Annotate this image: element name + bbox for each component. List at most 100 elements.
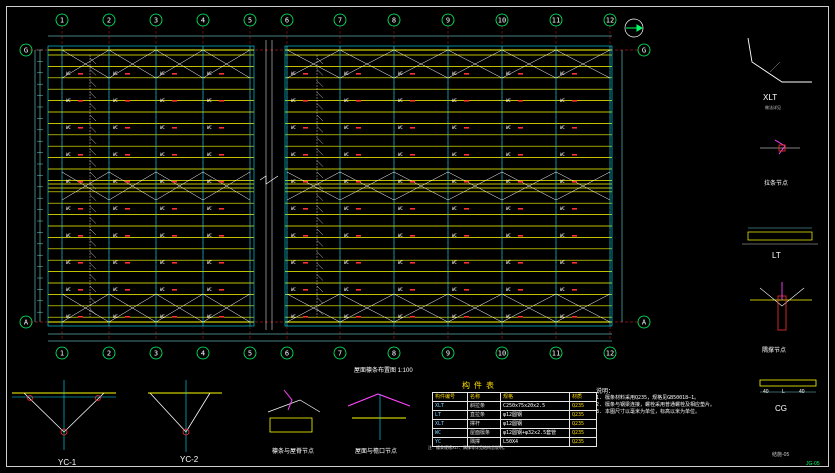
cross-brace — [202, 171, 251, 201]
purlin-mark — [356, 100, 361, 102]
pull-rod-tick — [316, 126, 324, 133]
purlin-label: WC — [113, 98, 118, 103]
purlin-label: WC — [344, 71, 349, 76]
cross-brace — [108, 49, 157, 79]
purlin-mark — [464, 208, 469, 210]
purlin-mark — [464, 100, 469, 102]
table-cell: C250x75x20x2.5 — [500, 401, 570, 411]
purlin-mark — [219, 181, 224, 183]
axis-bubble-bottom-text: 6 — [285, 349, 289, 357]
pull-rod-tick — [316, 57, 324, 65]
pull-rod-tick — [316, 297, 324, 304]
purlin-label: WC — [506, 287, 511, 292]
xlt-dim — [769, 61, 781, 73]
axis-bubble-bottom-circle — [196, 346, 210, 360]
cross-brace — [501, 49, 557, 79]
yc2-bolt — [182, 428, 190, 436]
axis-bubble-bottom-circle — [149, 346, 163, 360]
purlin-mark — [78, 289, 83, 291]
row-axis-bubble-text: G — [642, 46, 646, 54]
purlin-label: WC — [560, 260, 565, 265]
purlin-label: WC — [560, 71, 565, 76]
pull-rod-tick — [316, 308, 324, 315]
table-cell: WC — [432, 428, 468, 438]
table-cell: φ12圆钢+φ32x2.5套管 — [500, 428, 570, 438]
purlin-label: WC — [506, 98, 511, 103]
purlin-mark — [356, 235, 361, 237]
axis-bubble-bottom-text: 5 — [248, 349, 252, 357]
table-cell: 撑杆 — [467, 419, 501, 429]
purlin-label: WC — [560, 233, 565, 238]
purlin-label: WC — [113, 152, 118, 157]
purlin-mark — [464, 262, 469, 264]
purlin-label: WC — [207, 206, 212, 211]
cg-dim-mid: L — [782, 389, 785, 395]
pull-rod-tick — [316, 251, 324, 258]
axis-bubble-bottom-circle — [280, 346, 294, 360]
table-cell: LT — [432, 410, 468, 420]
axis-bubble-bottom-circle — [55, 346, 69, 360]
table-row: XLT 撑杆 φ12圆钢 Q235 — [432, 419, 597, 429]
purlin-mark — [125, 181, 130, 183]
pull-rod-tick — [89, 274, 97, 281]
purlin-label: WC — [66, 287, 71, 292]
purlin-label: WC — [291, 152, 296, 157]
purlin-mark — [219, 208, 224, 210]
purlin-mark — [572, 208, 577, 210]
pull-rod-tick — [316, 69, 324, 76]
axis-bubble-top-circle — [196, 13, 210, 27]
purlin-label: WC — [452, 152, 457, 157]
purlin-label: WC — [344, 152, 349, 157]
purlin-mark — [303, 73, 308, 75]
detail-xlt-sub: 做法详见 — [765, 105, 781, 110]
yc1-bolt — [27, 395, 33, 401]
purlin-mark — [518, 316, 523, 318]
table-footnote: 注：檩条规格XLT、隅撑等详见结构总说明。 — [428, 445, 508, 450]
purlin-mark — [172, 262, 177, 264]
purlin-mark — [219, 100, 224, 102]
purlin-label: WC — [113, 314, 118, 319]
purlin-mark — [219, 73, 224, 75]
pull-rod-tick — [316, 285, 324, 293]
pull-rod-tick — [89, 149, 97, 156]
purlin-mark — [78, 73, 83, 75]
axis-bubble-top-text: 10 — [498, 16, 506, 24]
north-arrow-icon — [626, 24, 643, 32]
purlin-label: WC — [452, 98, 457, 103]
purlin-label: WC — [291, 287, 296, 292]
purlin-label: WC — [560, 152, 565, 157]
purlin-label: WC — [344, 179, 349, 184]
purlin-label: WC — [560, 206, 565, 211]
purlin-label: WC — [506, 152, 511, 157]
purlin-label: WC — [160, 98, 165, 103]
detail-ridge-node-title: 檩条与屋脊节点 — [272, 449, 315, 455]
table-cell: φ12圆钢 — [500, 410, 570, 420]
purlin-mark — [410, 289, 415, 291]
purlin-mark — [518, 100, 523, 102]
cross-brace — [339, 293, 395, 323]
purlin-label: WC — [113, 260, 118, 265]
purlin-label: WC — [66, 314, 71, 319]
purlin-label: WC — [506, 260, 511, 265]
purlin-mark — [410, 208, 415, 210]
purlin-label: WC — [398, 314, 403, 319]
axis-bubble-top-text: 7 — [338, 16, 342, 24]
purlin-label: WC — [291, 233, 296, 238]
purlin-mark — [410, 154, 415, 156]
pull-rod-tick — [316, 92, 324, 99]
pull-rod-tick — [89, 137, 97, 144]
table-cell: 直拉条 — [467, 410, 501, 420]
node-b-brace — [759, 287, 805, 307]
purlin-mark — [172, 73, 177, 75]
frame-outline-right — [284, 45, 613, 327]
purlin-mark — [78, 154, 83, 156]
purlin-label: WC — [560, 314, 565, 319]
cross-brace — [286, 49, 341, 79]
purlin-mark — [356, 289, 361, 291]
pull-rod-tick — [316, 228, 324, 236]
purlin-label: WC — [113, 233, 118, 238]
row-axis-bubble-text: A — [24, 318, 29, 326]
axis-bubble-top-circle — [333, 13, 347, 27]
node-a-plate — [778, 144, 786, 152]
detail-pull-rod-title: 拉条节点 — [764, 181, 789, 187]
